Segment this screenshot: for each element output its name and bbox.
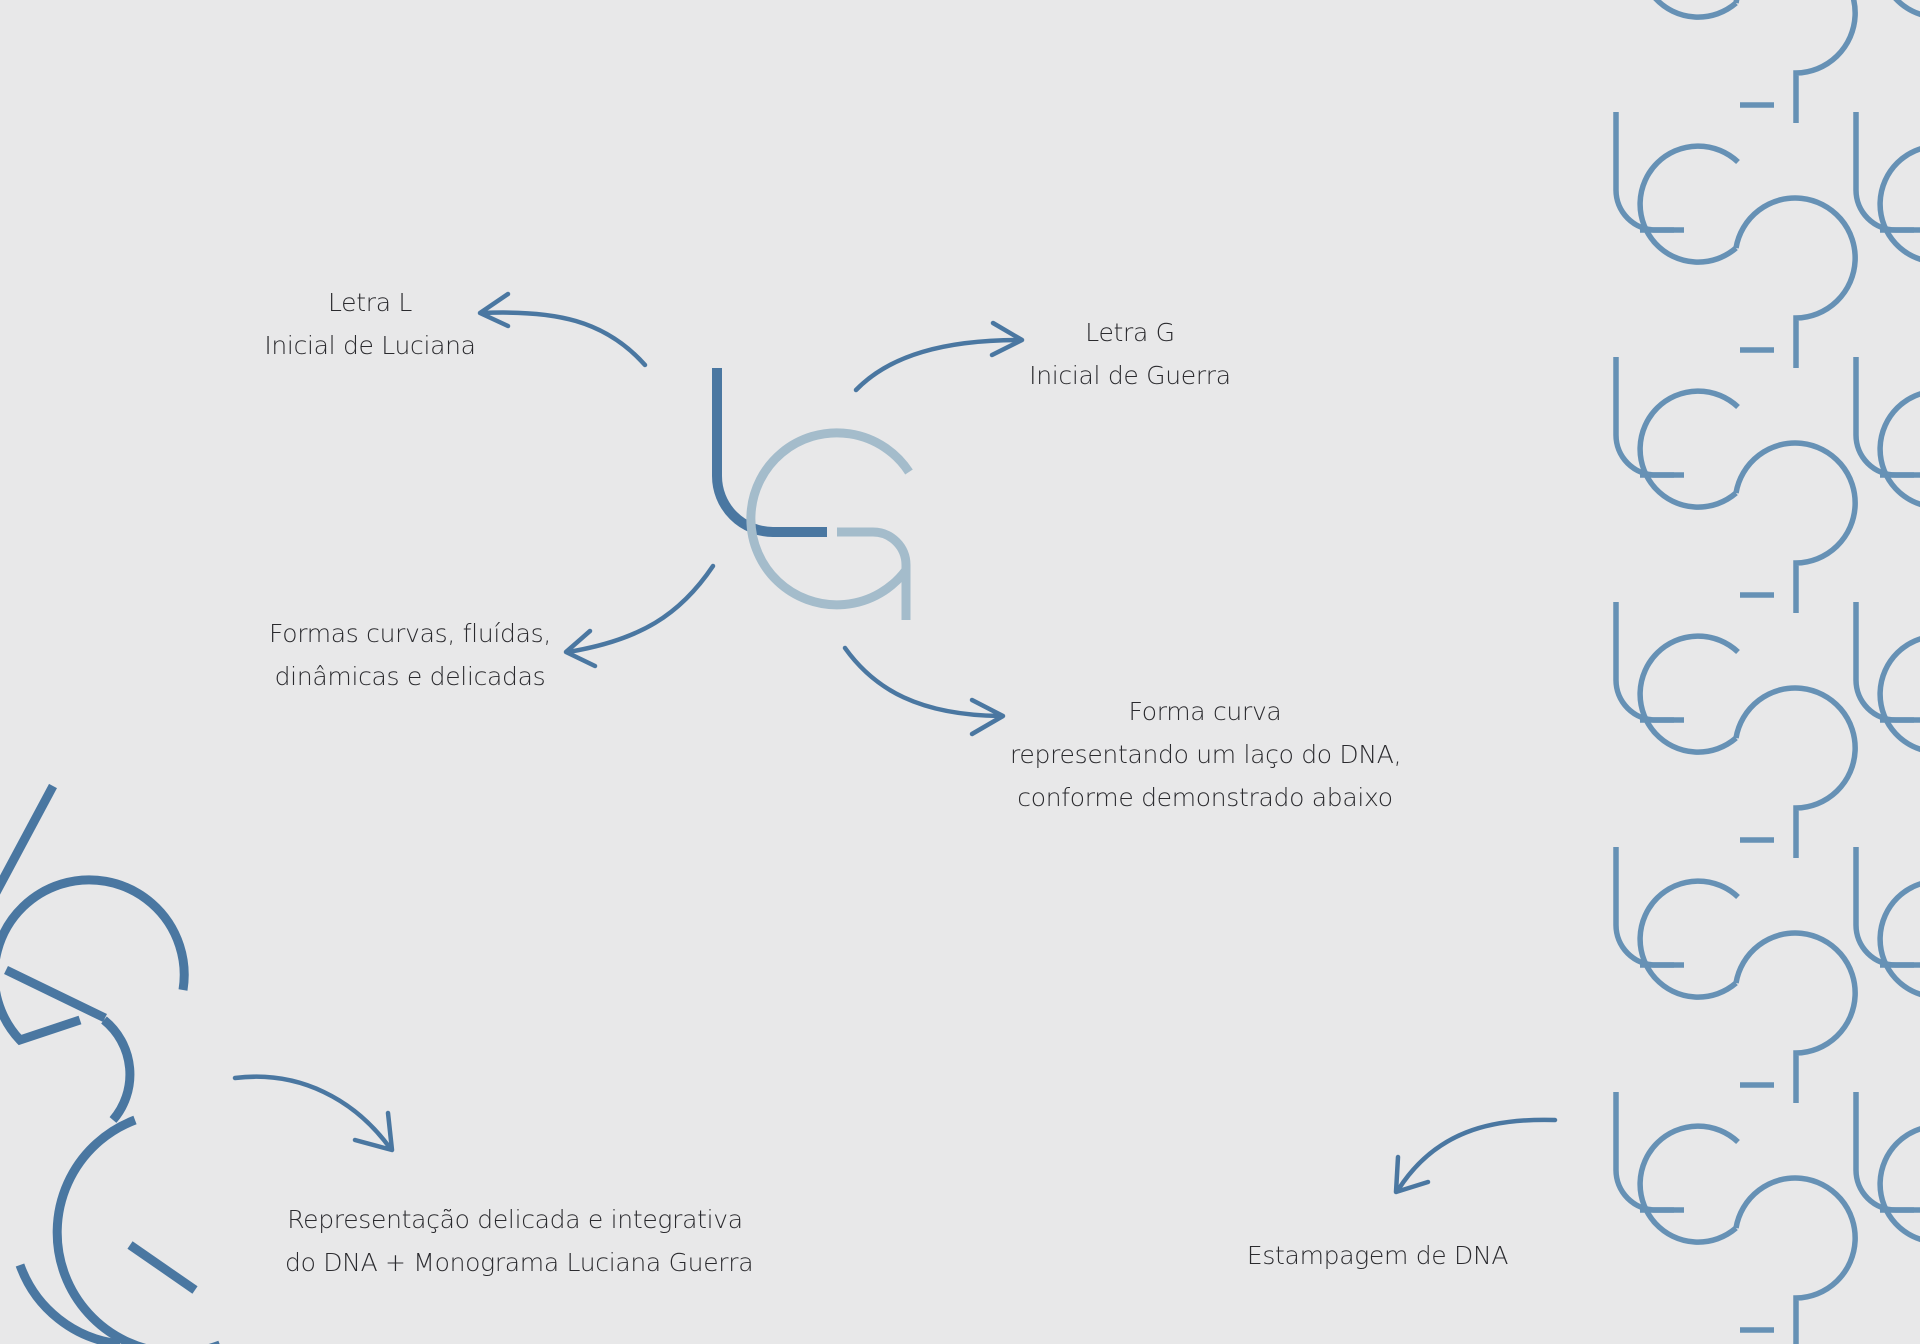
label-letter-l-title: Letra L [327, 288, 413, 317]
label-curve: Forma curva representando um laço do DNA… [1010, 690, 1402, 819]
arrow-to-pattern [1393, 1117, 1558, 1195]
label-letter-l: Letra L Inicial de Luciana [240, 281, 500, 367]
arrow-to-representation [232, 1074, 395, 1153]
label-letter-g: Letra G Inicial de Guerra [1010, 311, 1250, 397]
arrow-to-letter-l [477, 291, 648, 368]
label-pattern: Estampagem de DNA [1240, 1234, 1515, 1277]
dna-pattern-icon [1616, 0, 1920, 1344]
monogram-lg-icon [712, 368, 913, 620]
label-curve-line1: Forma curva [1128, 697, 1282, 726]
label-forms: Formas curvas, fluídas, dinâmicas e deli… [240, 612, 580, 698]
label-letter-g-subtitle: Inicial de Guerra [1029, 361, 1231, 390]
label-letter-l-subtitle: Inicial de Luciana [264, 331, 476, 360]
label-letter-g-title: Letra G [1085, 318, 1175, 347]
arrow-to-forms [563, 563, 716, 669]
arrow-to-letter-g [853, 320, 1025, 393]
label-curve-line2: representando um laço do DNA, [1010, 740, 1402, 769]
arrow-to-curve [842, 645, 1006, 737]
dna-strand-icon [0, 783, 220, 1344]
label-representation-line1: Representação delicada e integrativa [287, 1205, 743, 1234]
label-representation-line2: do DNA + Monograma Luciana Guerra [285, 1248, 754, 1277]
label-pattern-line1: Estampagem de DNA [1246, 1241, 1509, 1270]
label-representation: Representação delicada e integrativa do … [285, 1198, 754, 1284]
label-forms-line1: Formas curvas, fluídas, [269, 619, 551, 648]
label-curve-line3: conforme demonstrado abaixo [1017, 783, 1393, 812]
label-forms-line2: dinâmicas e delicadas [274, 662, 546, 691]
